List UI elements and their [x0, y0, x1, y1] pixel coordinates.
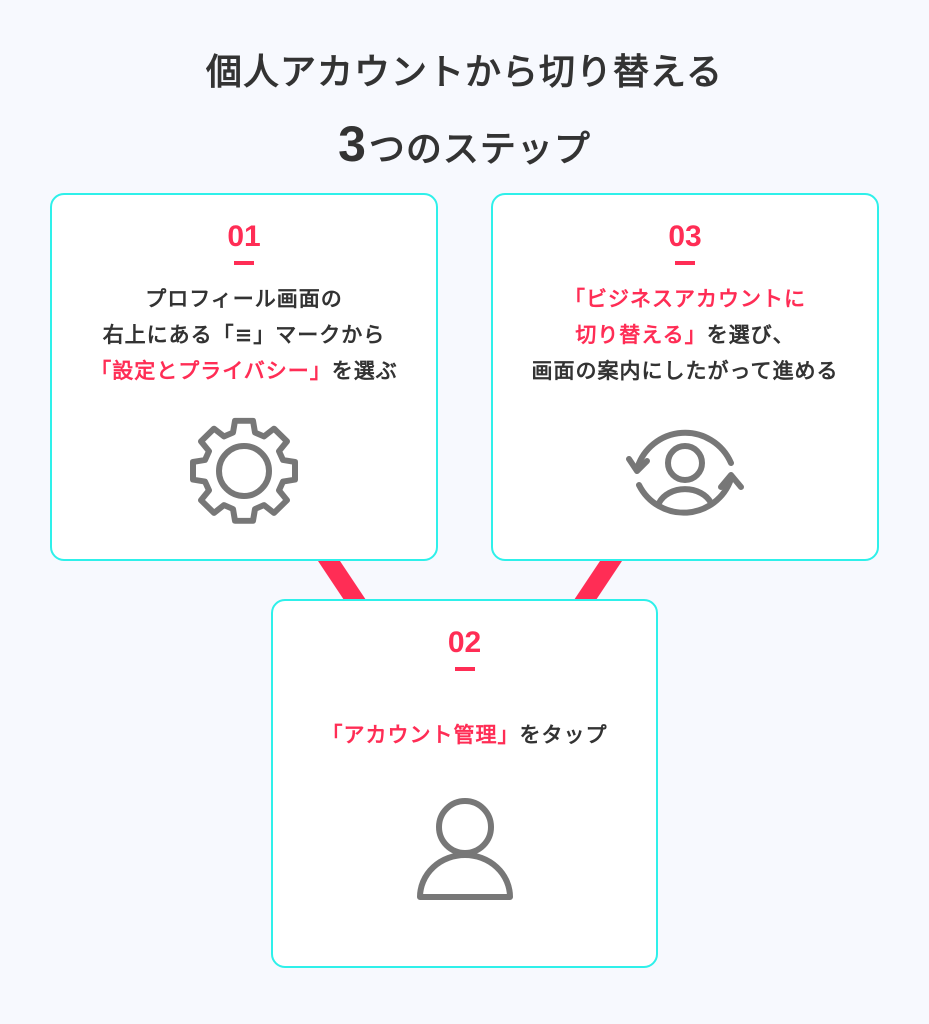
- step-number-underline: [234, 261, 254, 265]
- step-description: 「アカウント管理」をタップ: [273, 717, 656, 753]
- step-text-part: プロフィール画面の: [145, 287, 343, 311]
- step-text-part: 右上にある「≡」マークから: [102, 323, 386, 347]
- step-card-01: 01 プロフィール画面の 右上にある「≡」マークから 「設定とプライバシー」を選…: [50, 193, 438, 561]
- title-line-2-text: つのステップ: [368, 129, 591, 170]
- step-text-part: 画面の案内にしたがって進める: [531, 359, 839, 383]
- connector-3-to-2: [574, 561, 622, 600]
- user-switch-icon: [626, 429, 744, 516]
- connector-1-to-2: [318, 561, 366, 600]
- title-line-2: 3つのステップ: [0, 114, 929, 180]
- step-description: 「ビジネスアカウントに 切り替える」を選び、 画面の案内にしたがって進める: [493, 281, 877, 389]
- step-card-02: 02 「アカウント管理」をタップ: [271, 599, 658, 968]
- step-line: 「ビジネスアカウントに: [493, 281, 877, 317]
- user-icon: [416, 798, 513, 900]
- step-line: 切り替える」を選び、: [493, 317, 877, 353]
- step-highlight-text: 切り替える」: [575, 323, 707, 347]
- step-number: 03: [668, 220, 702, 253]
- page-title: 個人アカウントから切り替える 3つのステップ: [0, 48, 929, 180]
- step-highlight-text: 「ビジネスアカウントに: [564, 287, 806, 311]
- step-number: 01: [227, 220, 261, 253]
- step-text-part: を選び、: [706, 323, 795, 347]
- step-highlight-text: 「アカウント管理」: [321, 723, 520, 747]
- step-line: 画面の案内にしたがって進める: [493, 353, 877, 389]
- title-step-count: 3: [338, 116, 367, 172]
- step-number-underline: [454, 667, 475, 671]
- step-line: 右上にある「≡」マークから: [52, 317, 436, 353]
- step-line: 「設定とプライバシー」を選ぶ: [52, 353, 436, 389]
- step-line: プロフィール画面の: [52, 281, 436, 317]
- gear-icon: [190, 417, 298, 524]
- step-card-03: 03 「ビジネスアカウントに 切り替える」を選び、 画面の案内にしたがって進める: [491, 193, 879, 561]
- step-text-part: を選ぶ: [331, 359, 398, 383]
- step-line: 「アカウント管理」をタップ: [273, 717, 656, 753]
- step-description: プロフィール画面の 右上にある「≡」マークから 「設定とプライバシー」を選ぶ: [52, 281, 436, 389]
- step-number: 02: [447, 626, 482, 659]
- title-line-1: 個人アカウントから切り替える: [206, 52, 723, 93]
- step-text-part: をタップ: [519, 723, 608, 747]
- step-number-underline: [675, 261, 695, 265]
- step-highlight-text: 「設定とプライバシー」: [90, 359, 332, 383]
